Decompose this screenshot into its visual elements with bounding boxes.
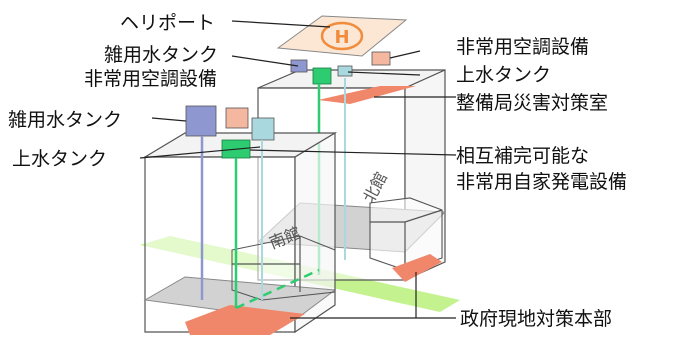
north-green-box <box>312 67 332 85</box>
south-misc-water-tank-box <box>185 105 217 137</box>
label-mutual-generator-line1: 相互補完可能な <box>456 145 589 167</box>
heliport: H <box>276 15 408 57</box>
label-disaster-office: 整備局災害対策室 <box>456 92 608 114</box>
label-south-misc-water-tank: 雑用水タンク <box>8 109 122 131</box>
north-local-hq-room <box>392 254 442 282</box>
label-north-right-emergency-hvac: 非常用空調設備 <box>456 36 589 58</box>
south-local-hq-room <box>185 305 305 335</box>
heliport-circle <box>320 21 364 51</box>
label-north-water-tank: 上水タンク <box>456 64 551 86</box>
label-mutual-generator-line2: 非常用自家発電設備 <box>456 171 627 193</box>
south-emergency-hvac-box <box>225 107 249 129</box>
leader-lines <box>139 20 457 319</box>
north-emergency-hvac-box <box>371 51 391 66</box>
label-north-emergency-hvac: 非常用空調設備 <box>84 68 217 90</box>
label-south-water-tank: 上水タンク <box>12 148 107 170</box>
heliport-symbol: H <box>334 27 349 48</box>
south-water-tank-box <box>251 117 275 141</box>
generator-interconnect-dashed <box>235 268 320 310</box>
label-north-misc-water-tank: 雑用水タンク <box>104 44 218 66</box>
north-water-tank-box <box>337 65 353 77</box>
north-misc-water-tank-box <box>290 59 308 73</box>
disaster-office-room <box>318 86 416 104</box>
south-building: 南館 <box>142 105 338 335</box>
label-local-hq: 政府現地対策本部 <box>460 308 612 330</box>
label-heliport: ヘリポート <box>120 12 215 34</box>
